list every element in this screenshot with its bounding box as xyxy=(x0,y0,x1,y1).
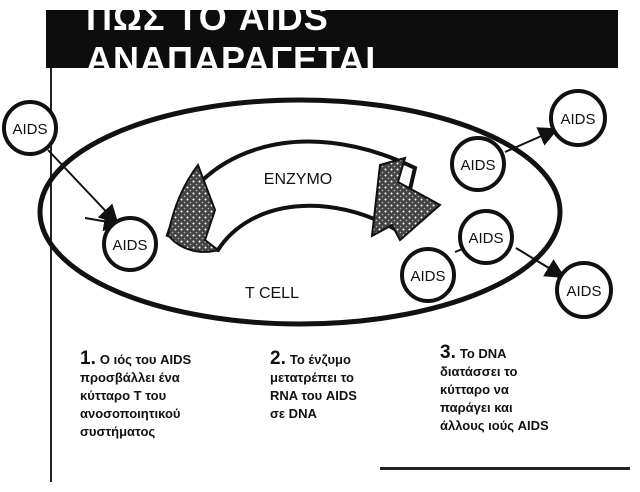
svg-text:AIDS: AIDS xyxy=(460,157,495,174)
step-3-line-3: κύτταρο να xyxy=(440,381,549,399)
arrow-release-1 xyxy=(505,130,555,152)
step-3-line-5: άλλους ιούς AIDS xyxy=(440,417,549,435)
step-1-line-4: ανοσοποιητικού xyxy=(80,405,191,423)
step-2-number: 2. xyxy=(270,348,286,369)
svg-text:AIDS: AIDS xyxy=(566,283,601,300)
step-1-number: 1. xyxy=(80,348,96,369)
step-1-line-1: Ο ιός του AIDS xyxy=(100,352,191,367)
step-3-caption: 3. Το DNA διατάσσει το κύτταρο να παράγει… xyxy=(440,344,549,435)
step-2-line-2: μετατρέπει το xyxy=(270,369,357,387)
virus-new-3: AIDS xyxy=(402,249,454,301)
svg-text:AIDS: AIDS xyxy=(468,230,503,247)
svg-text:AIDS: AIDS xyxy=(12,121,47,138)
step-2-caption: 2. Το ένζυμο μετατρέπει το RNA του AIDS σ… xyxy=(270,350,357,423)
step-1-line-3: κύτταρο Τ του xyxy=(80,387,191,405)
step-1-line-5: συστήματος xyxy=(80,423,191,441)
step-1-caption: 1. Ο ιός του AIDS προσβάλλει ένα κύτταρο … xyxy=(80,350,191,441)
t-cell-label: T CELL xyxy=(245,285,299,302)
svg-text:AIDS: AIDS xyxy=(410,268,445,285)
step-3-number: 3. xyxy=(440,342,456,363)
virus-inside-cell: AIDS xyxy=(104,218,156,270)
step-2-line-3: RNA του AIDS xyxy=(270,387,357,405)
virus-new-1: AIDS xyxy=(452,138,504,190)
arrow-entry xyxy=(48,150,116,222)
step-1-line-2: προσβάλλει ένα xyxy=(80,369,191,387)
step-3-line-1: Το DNA xyxy=(460,346,507,361)
svg-text:AIDS: AIDS xyxy=(560,111,595,128)
step-2-line-1: Το ένζυμο xyxy=(290,352,351,367)
step-2-line-4: σε DNA xyxy=(270,405,357,423)
step-3-line-2: διατάσσει το xyxy=(440,363,549,381)
virus-new-2: AIDS xyxy=(460,211,512,263)
step-3-line-4: παράγει και xyxy=(440,399,549,417)
virus-outside-entering: AIDS xyxy=(4,102,56,154)
svg-text:AIDS: AIDS xyxy=(112,237,147,254)
virus-released-top: AIDS xyxy=(551,91,605,145)
virus-released-bottom: AIDS xyxy=(557,263,611,317)
enzyme-label: ENZYMO xyxy=(264,171,332,188)
